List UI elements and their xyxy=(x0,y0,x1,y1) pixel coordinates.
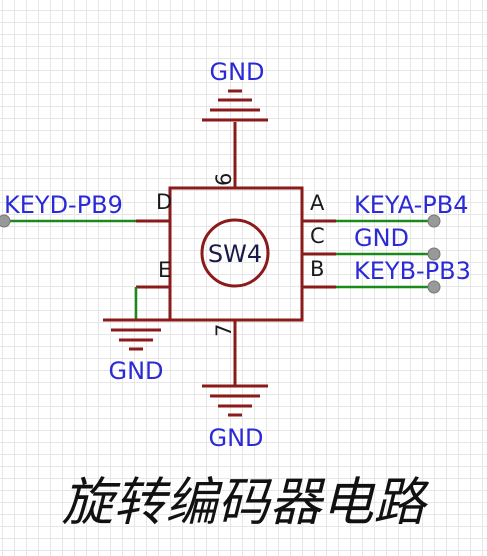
pin-b-label: B xyxy=(310,257,324,281)
encoder-symbol[interactable]: SW4 xyxy=(168,186,304,322)
net-label-keyd: KEYD-PB9 xyxy=(4,191,123,219)
terminal-keyd[interactable] xyxy=(0,214,11,228)
pin-stubs xyxy=(136,122,336,386)
gnd-symbol-left[interactable] xyxy=(103,318,169,351)
net-label-keyb: KEYB-PB3 xyxy=(354,257,471,285)
encoder-knob xyxy=(200,218,270,288)
net-label-gnd-left: GND xyxy=(108,357,163,385)
pin-d-label: D xyxy=(156,190,172,214)
pin-c-label: C xyxy=(310,224,325,248)
pin-e-label: E xyxy=(158,258,171,282)
gnd-symbol-top[interactable] xyxy=(202,89,268,122)
wires xyxy=(4,219,434,320)
net-label-keya: KEYA-PB4 xyxy=(354,191,468,219)
circuit-caption: 旋转编码器电路 xyxy=(61,473,426,533)
net-terminals xyxy=(0,214,441,294)
terminal-gnd-c[interactable] xyxy=(427,247,441,261)
pin-a-label: A xyxy=(310,191,325,215)
net-label-gnd-bottom: GND xyxy=(208,424,263,452)
pin-7-label: 7 xyxy=(212,324,236,337)
net-label-gnd-top: GND xyxy=(209,58,264,86)
terminal-keyb[interactable] xyxy=(427,280,441,294)
terminal-keya[interactable] xyxy=(427,214,441,228)
gnd-symbol-bottom[interactable] xyxy=(202,384,268,417)
net-label-gnd-c: GND xyxy=(354,224,409,252)
refdes-label: SW4 xyxy=(208,240,262,268)
pin-6-label: 6 xyxy=(212,173,236,186)
